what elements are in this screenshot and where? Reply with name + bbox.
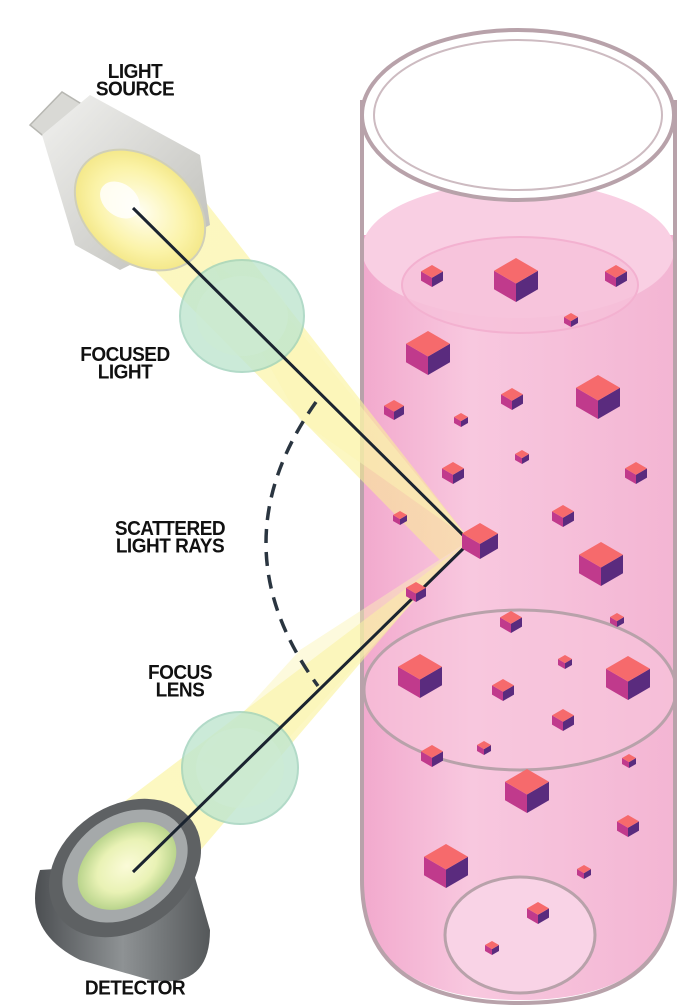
label-scattered-light-rays: SCATTERED LIGHT RAYS — [90, 520, 250, 556]
label-focus-lens: FOCUS LENS — [130, 664, 230, 700]
label-light-source-line2: SOURCE — [80, 81, 190, 99]
label-focused-light: FOCUSED LIGHT — [55, 346, 195, 382]
label-focus-lens-line2: LENS — [130, 682, 230, 700]
label-light-source: LIGHT SOURCE — [80, 63, 190, 99]
label-detector: DETECTOR — [45, 980, 225, 998]
label-detector-text: DETECTOR — [45, 980, 225, 998]
label-focused-light-line2: LIGHT — [55, 364, 195, 382]
label-scattered-line2: LIGHT RAYS — [90, 538, 250, 556]
